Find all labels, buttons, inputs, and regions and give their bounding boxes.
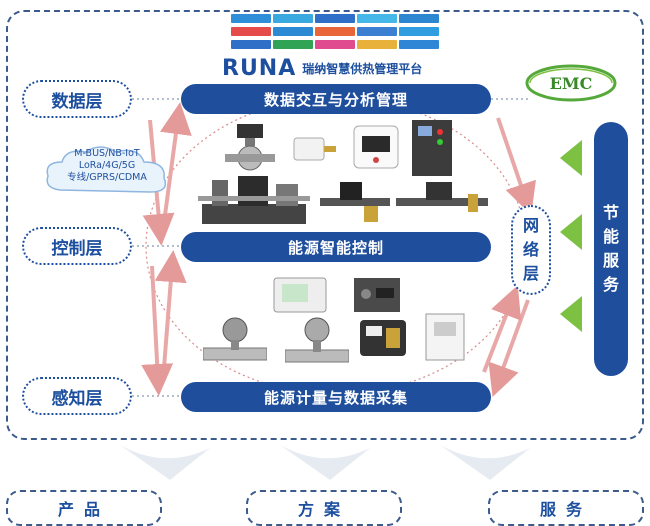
meter-box-icon bbox=[424, 312, 466, 366]
flow-valve-icon bbox=[396, 180, 488, 224]
bar-metering: 能源计量与数据采集 bbox=[181, 382, 491, 412]
network-char: 层 bbox=[522, 264, 539, 283]
bar-energy-control: 能源智能控制 bbox=[181, 232, 491, 262]
chevron-left-icon bbox=[560, 296, 582, 332]
heat-exchanger-unit-icon bbox=[198, 174, 310, 234]
network-cloud-icon bbox=[46, 146, 167, 193]
brand-name: RUNA bbox=[222, 55, 297, 81]
control-cabinet-icon bbox=[410, 118, 454, 182]
protocol-line: 专线/GPRS/CDMA bbox=[67, 172, 147, 183]
temperature-controller-icon bbox=[352, 124, 400, 174]
valve-actuator-icon bbox=[225, 122, 275, 176]
service-char: 务 bbox=[602, 275, 619, 294]
energy-saving-service: 节 能 服 务 bbox=[594, 122, 628, 376]
brand-logo: RUNA 瑞纳智慧供热管理平台 bbox=[222, 55, 423, 81]
balance-valve-icon bbox=[320, 178, 390, 228]
protocol-line: M-BUS/NB-IoT bbox=[74, 148, 140, 159]
network-protocols: M-BUS/NB-IoT LoRa/4G/5G 专线/GPRS/CDMA bbox=[42, 148, 172, 184]
service-char: 能 bbox=[602, 227, 619, 246]
chevron-left-icon bbox=[560, 214, 582, 250]
platform-name: 瑞纳智慧供热管理平台 bbox=[302, 61, 423, 76]
network-layer: 网 络 层 bbox=[511, 205, 551, 295]
bar-data-analysis: 数据交互与分析管理 bbox=[181, 84, 491, 114]
concentrator-icon bbox=[352, 276, 402, 318]
architecture-frame bbox=[6, 10, 644, 440]
chevron-left-icon bbox=[560, 140, 582, 176]
wall-controller-icon bbox=[358, 318, 408, 362]
layer-sensing: 感知层 bbox=[22, 377, 132, 415]
emc-text: EMC bbox=[550, 74, 593, 93]
layer-data: 数据层 bbox=[22, 80, 132, 118]
tab-solution[interactable]: 方案 bbox=[246, 490, 402, 526]
service-char: 服 bbox=[602, 251, 619, 270]
heat-meter-icon bbox=[290, 132, 336, 170]
platform-dashboard-image bbox=[225, 12, 445, 54]
service-char: 节 bbox=[602, 203, 619, 222]
emc-logo: EMC bbox=[525, 64, 617, 102]
tab-service[interactable]: 服务 bbox=[488, 490, 644, 526]
layer-control: 控制层 bbox=[22, 227, 132, 265]
ultrasonic-meter-icon bbox=[202, 316, 268, 376]
tab-product[interactable]: 产品 bbox=[6, 490, 162, 526]
network-char: 网 bbox=[522, 216, 539, 235]
protocol-line: LoRa/4G/5G bbox=[78, 160, 136, 171]
flow-meter-icon bbox=[284, 316, 350, 376]
network-char: 络 bbox=[522, 240, 539, 259]
data-collector-icon bbox=[272, 276, 328, 318]
